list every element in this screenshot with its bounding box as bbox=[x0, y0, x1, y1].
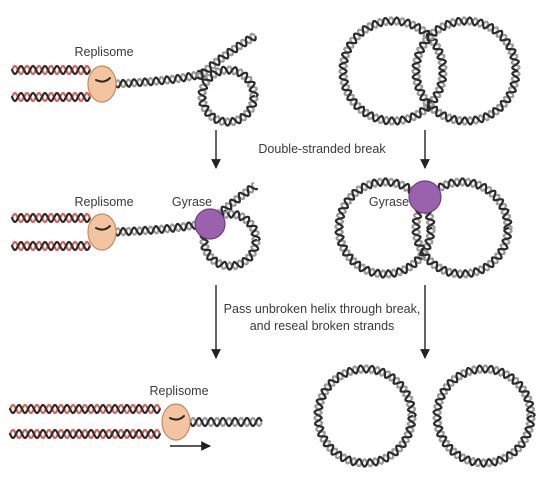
row2-catenane-right-strand-b bbox=[411, 177, 513, 279]
row2-parent-tail-strand-a bbox=[216, 185, 259, 218]
row2-catenane-left-strand-b bbox=[334, 177, 436, 279]
replisome-bottom bbox=[161, 403, 191, 441]
row2-catenane-left-strand-a bbox=[334, 177, 436, 279]
replisome-top-strand-icon bbox=[95, 77, 111, 83]
row1-parent-tail-strand-b bbox=[196, 32, 256, 80]
row2-daughter-top-strand-b bbox=[10, 212, 91, 224]
row2-parent-tail-strand-b bbox=[216, 182, 255, 217]
replisome-label-bottom: Replisome bbox=[149, 384, 208, 398]
row3-daughter-bottom-strand-b bbox=[8, 428, 161, 440]
gyrase-left bbox=[194, 208, 226, 240]
replisome-middle-strand-icon bbox=[95, 225, 111, 231]
row3-daughter-top-strand-b bbox=[8, 403, 161, 415]
row2-daughter-bottom-strand-a bbox=[10, 240, 91, 252]
row1-parent-tail-strand-a bbox=[196, 35, 257, 81]
gyrase-right bbox=[408, 180, 442, 214]
row1-catenane-right-strand-b bbox=[411, 16, 521, 126]
replisome-bottom-strand-icon bbox=[169, 415, 185, 421]
row3-parent-helix-strand-a bbox=[188, 416, 263, 428]
gyrase-label-left: Gyrase bbox=[172, 195, 212, 209]
row2-parent-helix-strand-b bbox=[113, 220, 197, 237]
row3-daughter-top-strand-a bbox=[8, 403, 161, 415]
step-double-stranded-break: Double-stranded break bbox=[258, 142, 386, 156]
row2-daughter-bottom-strand-b bbox=[10, 240, 91, 252]
row1-daughter-top-strand-a bbox=[10, 64, 91, 76]
row1-daughter-bottom-strand-b bbox=[10, 91, 91, 103]
row1-supercoil-loop-strand-a bbox=[197, 65, 259, 127]
row1-parent-helix-strand-a bbox=[113, 69, 208, 89]
row1-daughter-bottom-strand-a bbox=[10, 91, 91, 103]
replisome-label-middle: Replisome bbox=[74, 195, 133, 209]
row2-supercoil-loop-strand-a bbox=[199, 209, 261, 271]
row1-daughter-top-strand-b bbox=[10, 64, 91, 76]
replisome-label-top: Replisome bbox=[74, 45, 133, 59]
step-pass-helix-line1: Pass unbroken helix through break, bbox=[224, 302, 421, 316]
row2-parent-helix-strand-a bbox=[113, 221, 198, 237]
row1-parent-helix-strand-b bbox=[113, 68, 206, 89]
row1-catenane-left-strand-b bbox=[338, 16, 448, 126]
row2-catenane-right-strand-a bbox=[411, 177, 513, 279]
row1-catenane-right-strand-a bbox=[411, 16, 521, 126]
replisome-middle bbox=[87, 213, 117, 251]
row3-daughter-bottom-strand-a bbox=[8, 428, 161, 440]
step-pass-helix-line2: and reseal broken strands bbox=[250, 319, 395, 333]
replisome-top bbox=[87, 65, 117, 103]
helix-layer bbox=[8, 16, 536, 468]
row3-circle-left-strand-a bbox=[313, 364, 417, 468]
row3-circle-right-strand-a bbox=[432, 364, 536, 468]
gyrase-label-right: Gyrase bbox=[369, 195, 409, 209]
row2-daughter-top-strand-a bbox=[10, 212, 91, 224]
row1-catenane-left-strand-a bbox=[338, 16, 448, 126]
